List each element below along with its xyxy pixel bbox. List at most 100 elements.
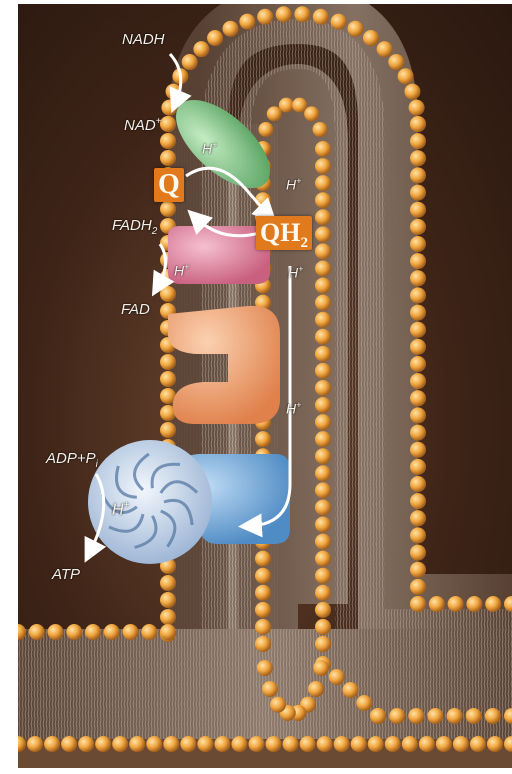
lipid-head bbox=[66, 624, 82, 640]
lipid-head bbox=[385, 736, 401, 752]
lipid-head bbox=[239, 14, 255, 30]
lipid-head bbox=[255, 602, 271, 618]
lipid-head bbox=[313, 660, 329, 676]
lipid-head bbox=[315, 363, 331, 379]
lipid-head bbox=[315, 499, 331, 515]
lipid-head bbox=[343, 682, 359, 698]
lipid-head bbox=[377, 41, 393, 57]
lipid-head bbox=[283, 736, 299, 752]
qh2-badge: QH2 bbox=[256, 216, 312, 250]
lipid-head bbox=[453, 736, 469, 752]
lipid-head bbox=[388, 54, 404, 70]
lipid-head bbox=[182, 54, 198, 70]
lipid-head bbox=[294, 6, 310, 22]
lipid-head bbox=[255, 585, 271, 601]
lipid-head bbox=[231, 736, 247, 752]
lipid-head bbox=[255, 431, 271, 447]
lipid-head bbox=[214, 736, 230, 752]
lipid-head bbox=[410, 185, 426, 201]
lipid-head bbox=[466, 708, 482, 724]
lipid-head bbox=[466, 596, 482, 612]
lipid-head bbox=[255, 551, 271, 567]
lipid-head bbox=[410, 167, 426, 183]
lipid-head bbox=[180, 736, 196, 752]
lipid-head bbox=[304, 106, 319, 121]
lipid-head bbox=[270, 697, 286, 713]
lipid-head bbox=[315, 534, 331, 550]
lipid-head bbox=[410, 407, 426, 423]
lipid-head bbox=[410, 270, 426, 286]
lipid-head bbox=[408, 708, 424, 724]
lipid-head bbox=[410, 493, 426, 509]
lipid-head bbox=[315, 209, 331, 225]
lipid-head bbox=[356, 695, 372, 711]
hplus-label-6: H+ bbox=[112, 500, 129, 519]
lipid-head bbox=[160, 575, 176, 591]
lipid-head bbox=[410, 287, 426, 303]
lipid-head bbox=[160, 592, 176, 608]
adp-label: ADP+Pi bbox=[46, 450, 98, 470]
lipid-head bbox=[160, 286, 176, 302]
lipid-head bbox=[410, 596, 426, 612]
lipid-head bbox=[410, 425, 426, 441]
lipid-head bbox=[436, 736, 452, 752]
lipid-head bbox=[146, 736, 162, 752]
lipid-head bbox=[255, 568, 271, 584]
lipid-head bbox=[248, 736, 264, 752]
lipid-head bbox=[317, 736, 333, 752]
lipid-head bbox=[398, 68, 414, 84]
lipid-head bbox=[129, 736, 145, 752]
lipid-head bbox=[279, 98, 294, 113]
lipid-head bbox=[410, 253, 426, 269]
hplus-label-1: H+ bbox=[202, 140, 217, 157]
lipid-head bbox=[61, 736, 77, 752]
lipid-head bbox=[160, 201, 176, 217]
lipid-head bbox=[104, 624, 120, 640]
lipid-head bbox=[300, 736, 316, 752]
lipid-head bbox=[315, 482, 331, 498]
lipid-head bbox=[487, 736, 503, 752]
lipid-head bbox=[163, 736, 179, 752]
lipid-head bbox=[410, 390, 426, 406]
lipid-head bbox=[315, 380, 331, 396]
lipid-head bbox=[48, 624, 64, 640]
lipid-head bbox=[348, 21, 364, 37]
lipid-head bbox=[160, 133, 176, 149]
lipid-head bbox=[315, 278, 331, 294]
membrane-diagram: NADH NAD+ Q QH2 FADH2 FAD ADP+Pi ATP H+ … bbox=[18, 4, 512, 768]
lipid-head bbox=[258, 122, 273, 137]
lipid-head bbox=[315, 397, 331, 413]
lipid-head bbox=[315, 141, 331, 157]
lipid-head bbox=[351, 736, 367, 752]
lipid-head bbox=[404, 84, 420, 100]
lipid-head bbox=[410, 442, 426, 458]
lipid-head bbox=[78, 736, 94, 752]
lipid-head bbox=[410, 236, 426, 252]
lipid-head bbox=[315, 329, 331, 345]
lipid-head bbox=[123, 624, 139, 640]
lipid-head bbox=[315, 431, 331, 447]
atp-label: ATP bbox=[52, 566, 80, 583]
lipid-head bbox=[44, 736, 60, 752]
nadh-label: NADH bbox=[122, 31, 165, 48]
lipid-head bbox=[266, 736, 282, 752]
lipid-head bbox=[485, 708, 501, 724]
lipid-head bbox=[315, 312, 331, 328]
lipid-head bbox=[315, 448, 331, 464]
lipid-head bbox=[410, 459, 426, 475]
lipid-head bbox=[410, 133, 426, 149]
lipid-head bbox=[410, 373, 426, 389]
lipid-head bbox=[315, 636, 331, 652]
lipid-head bbox=[315, 585, 331, 601]
lipid-head bbox=[410, 202, 426, 218]
lipid-head bbox=[29, 624, 45, 640]
hplus-label-2: H+ bbox=[286, 176, 301, 193]
lipid-head bbox=[315, 619, 331, 635]
fadh2-label: FADH2 bbox=[112, 217, 157, 237]
lipid-head bbox=[257, 9, 273, 25]
lipid-head bbox=[485, 596, 501, 612]
lipid-head bbox=[410, 339, 426, 355]
lipid-head bbox=[255, 619, 271, 635]
nad-label: NAD+ bbox=[124, 116, 162, 134]
lipid-head bbox=[223, 21, 239, 37]
